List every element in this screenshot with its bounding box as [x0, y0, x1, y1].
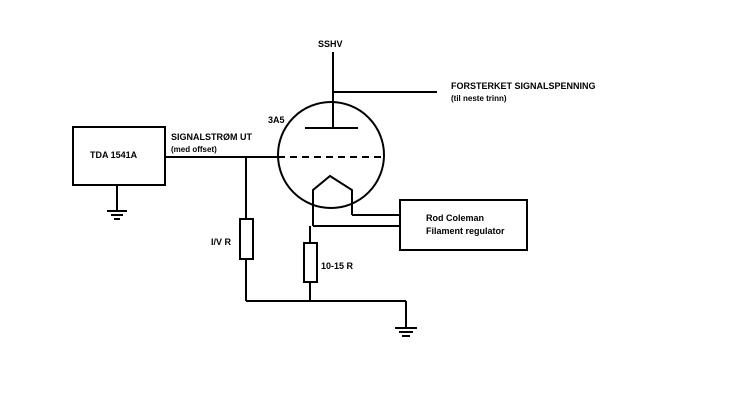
signal-label: SIGNALSTRØM UT [171, 132, 252, 142]
tube-envelope [277, 101, 385, 209]
tube-filament [312, 174, 353, 208]
output-label: FORSTERKET SIGNALSPENNING [451, 81, 596, 91]
regulator-box [399, 199, 528, 251]
tube-label: 3A5 [268, 115, 285, 125]
regulator-sublabel: Filament regulator [426, 226, 505, 236]
cathode-resistor-label: 10-15 R [321, 261, 354, 271]
cathode-resistor [303, 242, 318, 283]
iv-resistor-label: I/V R [211, 237, 232, 247]
signal-sublabel: (med offset) [171, 145, 217, 154]
regulator-label: Rod Coleman [426, 213, 485, 223]
iv-resistor [239, 218, 254, 260]
supply-label: SSHV [318, 39, 343, 49]
chip-label: TDA 1541A [90, 150, 138, 160]
output-sublabel: (til neste trinn) [451, 94, 507, 103]
